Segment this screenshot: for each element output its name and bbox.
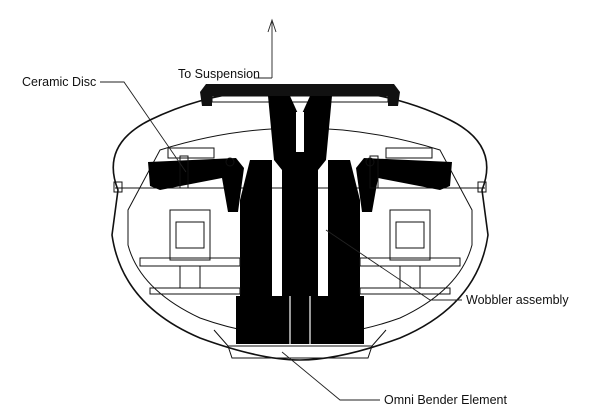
- label-to-suspension: To Suspension: [178, 67, 260, 81]
- bottom-base: [213, 329, 387, 359]
- left-wobbler: [139, 147, 244, 295]
- label-omni-bender-element: Omni Bender Element: [384, 393, 508, 407]
- leader-lines: [100, 81, 462, 401]
- right-wobbler: [356, 147, 461, 295]
- label-ceramic-disc: Ceramic Disc: [22, 75, 96, 89]
- central-column: [236, 96, 364, 344]
- suspension-arrow: [254, 18, 277, 79]
- label-wobbler-assembly: Wobbler assembly: [466, 293, 569, 307]
- top-cap: [200, 84, 400, 106]
